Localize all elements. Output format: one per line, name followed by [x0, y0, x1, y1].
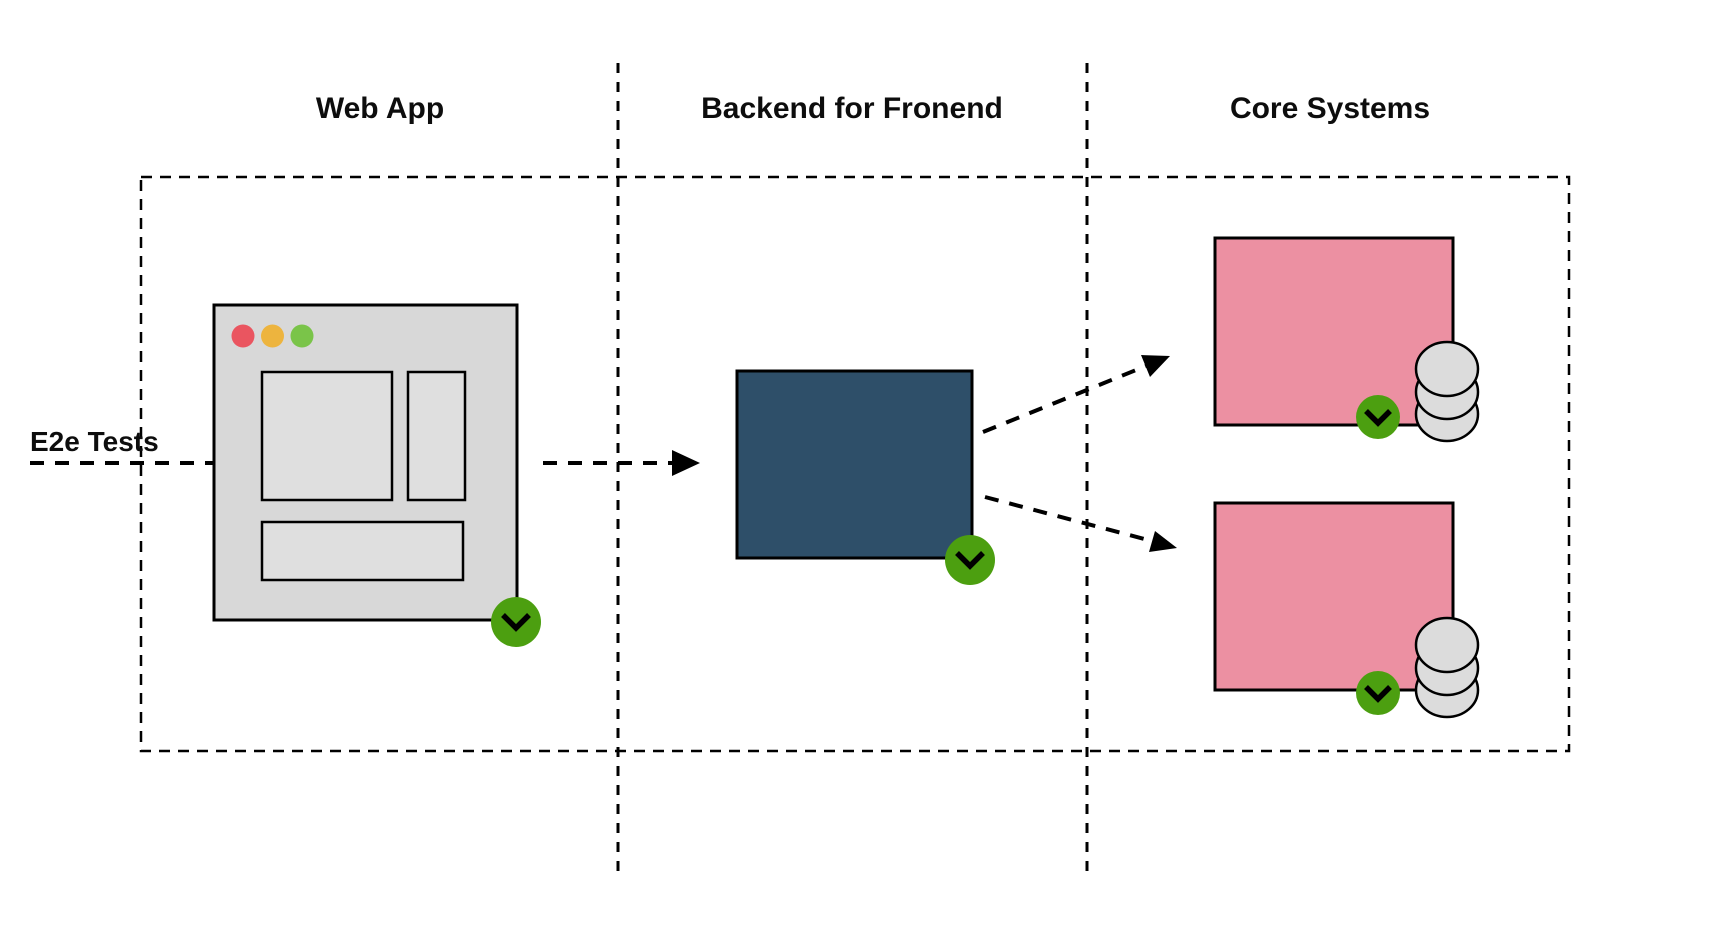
webapp-collapse-badge[interactable] [491, 597, 541, 647]
badge-circle[interactable] [491, 597, 541, 647]
browser-content-main-panel [260, 370, 394, 502]
bff-to-core1-arrow-line [982, 364, 1147, 434]
bff-to-core1-arrow [982, 355, 1170, 434]
core-system-2-box [1213, 501, 1455, 692]
bff-to-core2-arrow [984, 495, 1177, 552]
chevron-down-icon [501, 613, 531, 632]
system-boundary-box [139, 175, 1571, 753]
zoom-dot-icon [290, 324, 314, 348]
webapp-to-bff-arrow [543, 450, 700, 476]
minimize-dot-icon [261, 324, 284, 348]
lane-title-web-app: Web App [316, 92, 444, 125]
lane-title-core-systems: Core Systems [1230, 92, 1430, 125]
browser-content-footer-panel [260, 520, 465, 582]
chevron-down-icon [1364, 685, 1392, 703]
core1-collapse-badge[interactable] [1356, 395, 1400, 439]
db-disk-top [1414, 616, 1480, 674]
badge-circle[interactable] [1356, 671, 1400, 715]
browser-content-side-panel [406, 370, 467, 502]
webapp-to-bff-arrowhead-icon [672, 450, 700, 476]
badge-circle[interactable] [1356, 395, 1400, 439]
badge-circle[interactable] [945, 535, 995, 585]
bff-to-core2-arrowhead-icon [1149, 531, 1177, 552]
bff-box [735, 369, 974, 560]
lane-title-bff: Backend for Fronend [701, 92, 1003, 125]
database-icon [1414, 616, 1480, 719]
bff-to-core2-arrow-line [984, 495, 1153, 543]
core2-collapse-badge[interactable] [1356, 671, 1400, 715]
chevron-down-icon [1364, 409, 1392, 427]
close-dot-icon [231, 324, 255, 348]
e2e-tests-label: E2e Tests [30, 426, 159, 457]
database-icon [1414, 340, 1480, 443]
browser-window [212, 303, 519, 622]
core-system-1-box [1213, 236, 1455, 427]
bff-collapse-badge[interactable] [945, 535, 995, 585]
bff-to-core1-arrowhead-icon [1141, 355, 1170, 377]
chevron-down-icon [955, 551, 985, 570]
db-disk-top [1414, 340, 1480, 398]
